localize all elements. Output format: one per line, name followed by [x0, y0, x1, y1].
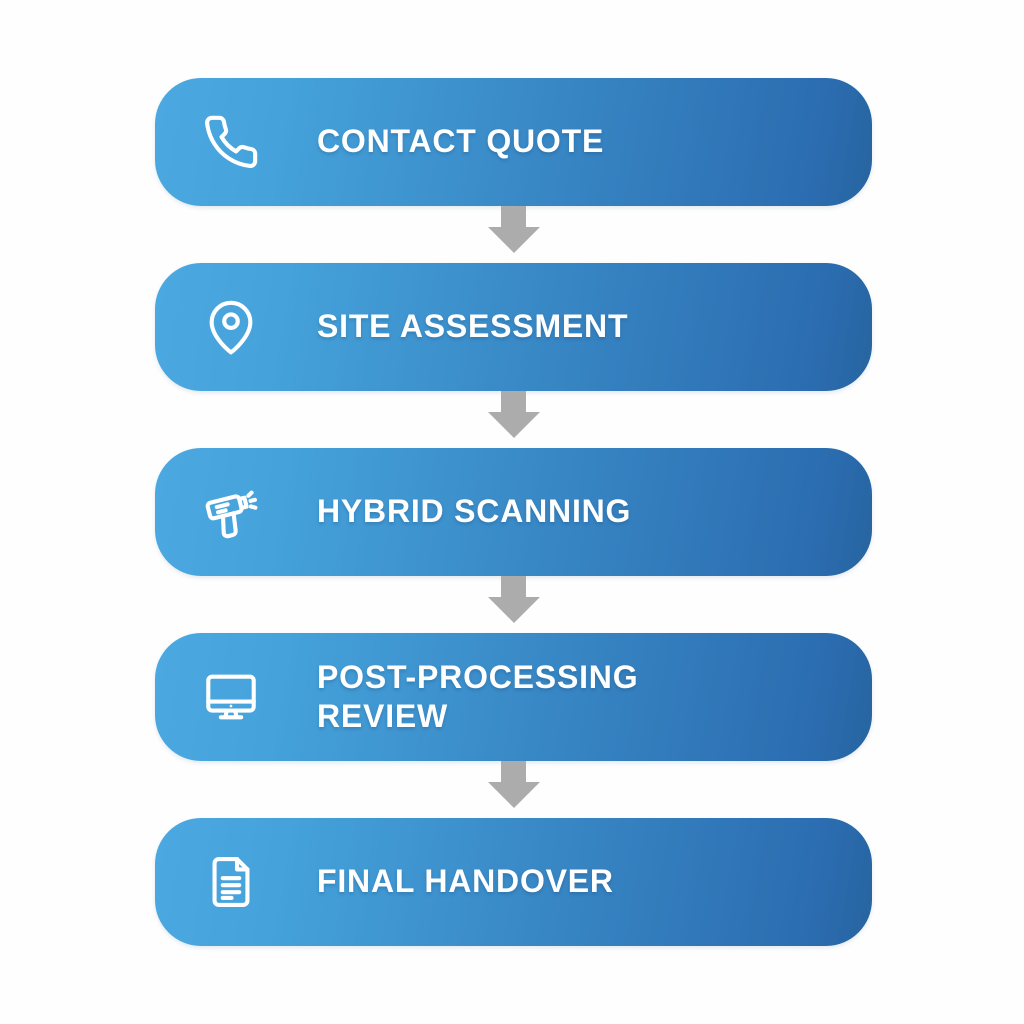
step-post-processing-review: POST-PROCESSING REVIEW	[155, 633, 872, 761]
document-icon	[202, 853, 260, 911]
step-final-handover: FINAL HANDOVER	[155, 818, 872, 946]
step-hybrid-scanning: HYBRID SCANNING	[155, 448, 872, 576]
down-arrow-icon	[487, 206, 540, 253]
step-label: SITE ASSESSMENT	[317, 308, 629, 345]
step-site-assessment: SITE ASSESSMENT	[155, 263, 872, 391]
location-pin-icon	[202, 298, 260, 356]
down-arrow-icon	[487, 576, 540, 623]
step-label: CONTACT QUOTE	[317, 123, 605, 160]
connector	[155, 206, 872, 263]
down-arrow-icon	[487, 761, 540, 808]
connector	[155, 576, 872, 633]
scanner-gun-icon	[202, 483, 260, 541]
flow-column: CONTACT QUOTE SITE ASSESSMENT	[155, 78, 872, 946]
step-label: FINAL HANDOVER	[317, 863, 614, 900]
down-arrow-icon	[487, 391, 540, 438]
step-label: POST-PROCESSING REVIEW	[317, 658, 639, 734]
monitor-icon	[202, 668, 260, 726]
step-contact-quote: CONTACT QUOTE	[155, 78, 872, 206]
phone-icon	[202, 113, 260, 171]
connector	[155, 391, 872, 448]
step-label: HYBRID SCANNING	[317, 493, 632, 530]
connector	[155, 761, 872, 818]
